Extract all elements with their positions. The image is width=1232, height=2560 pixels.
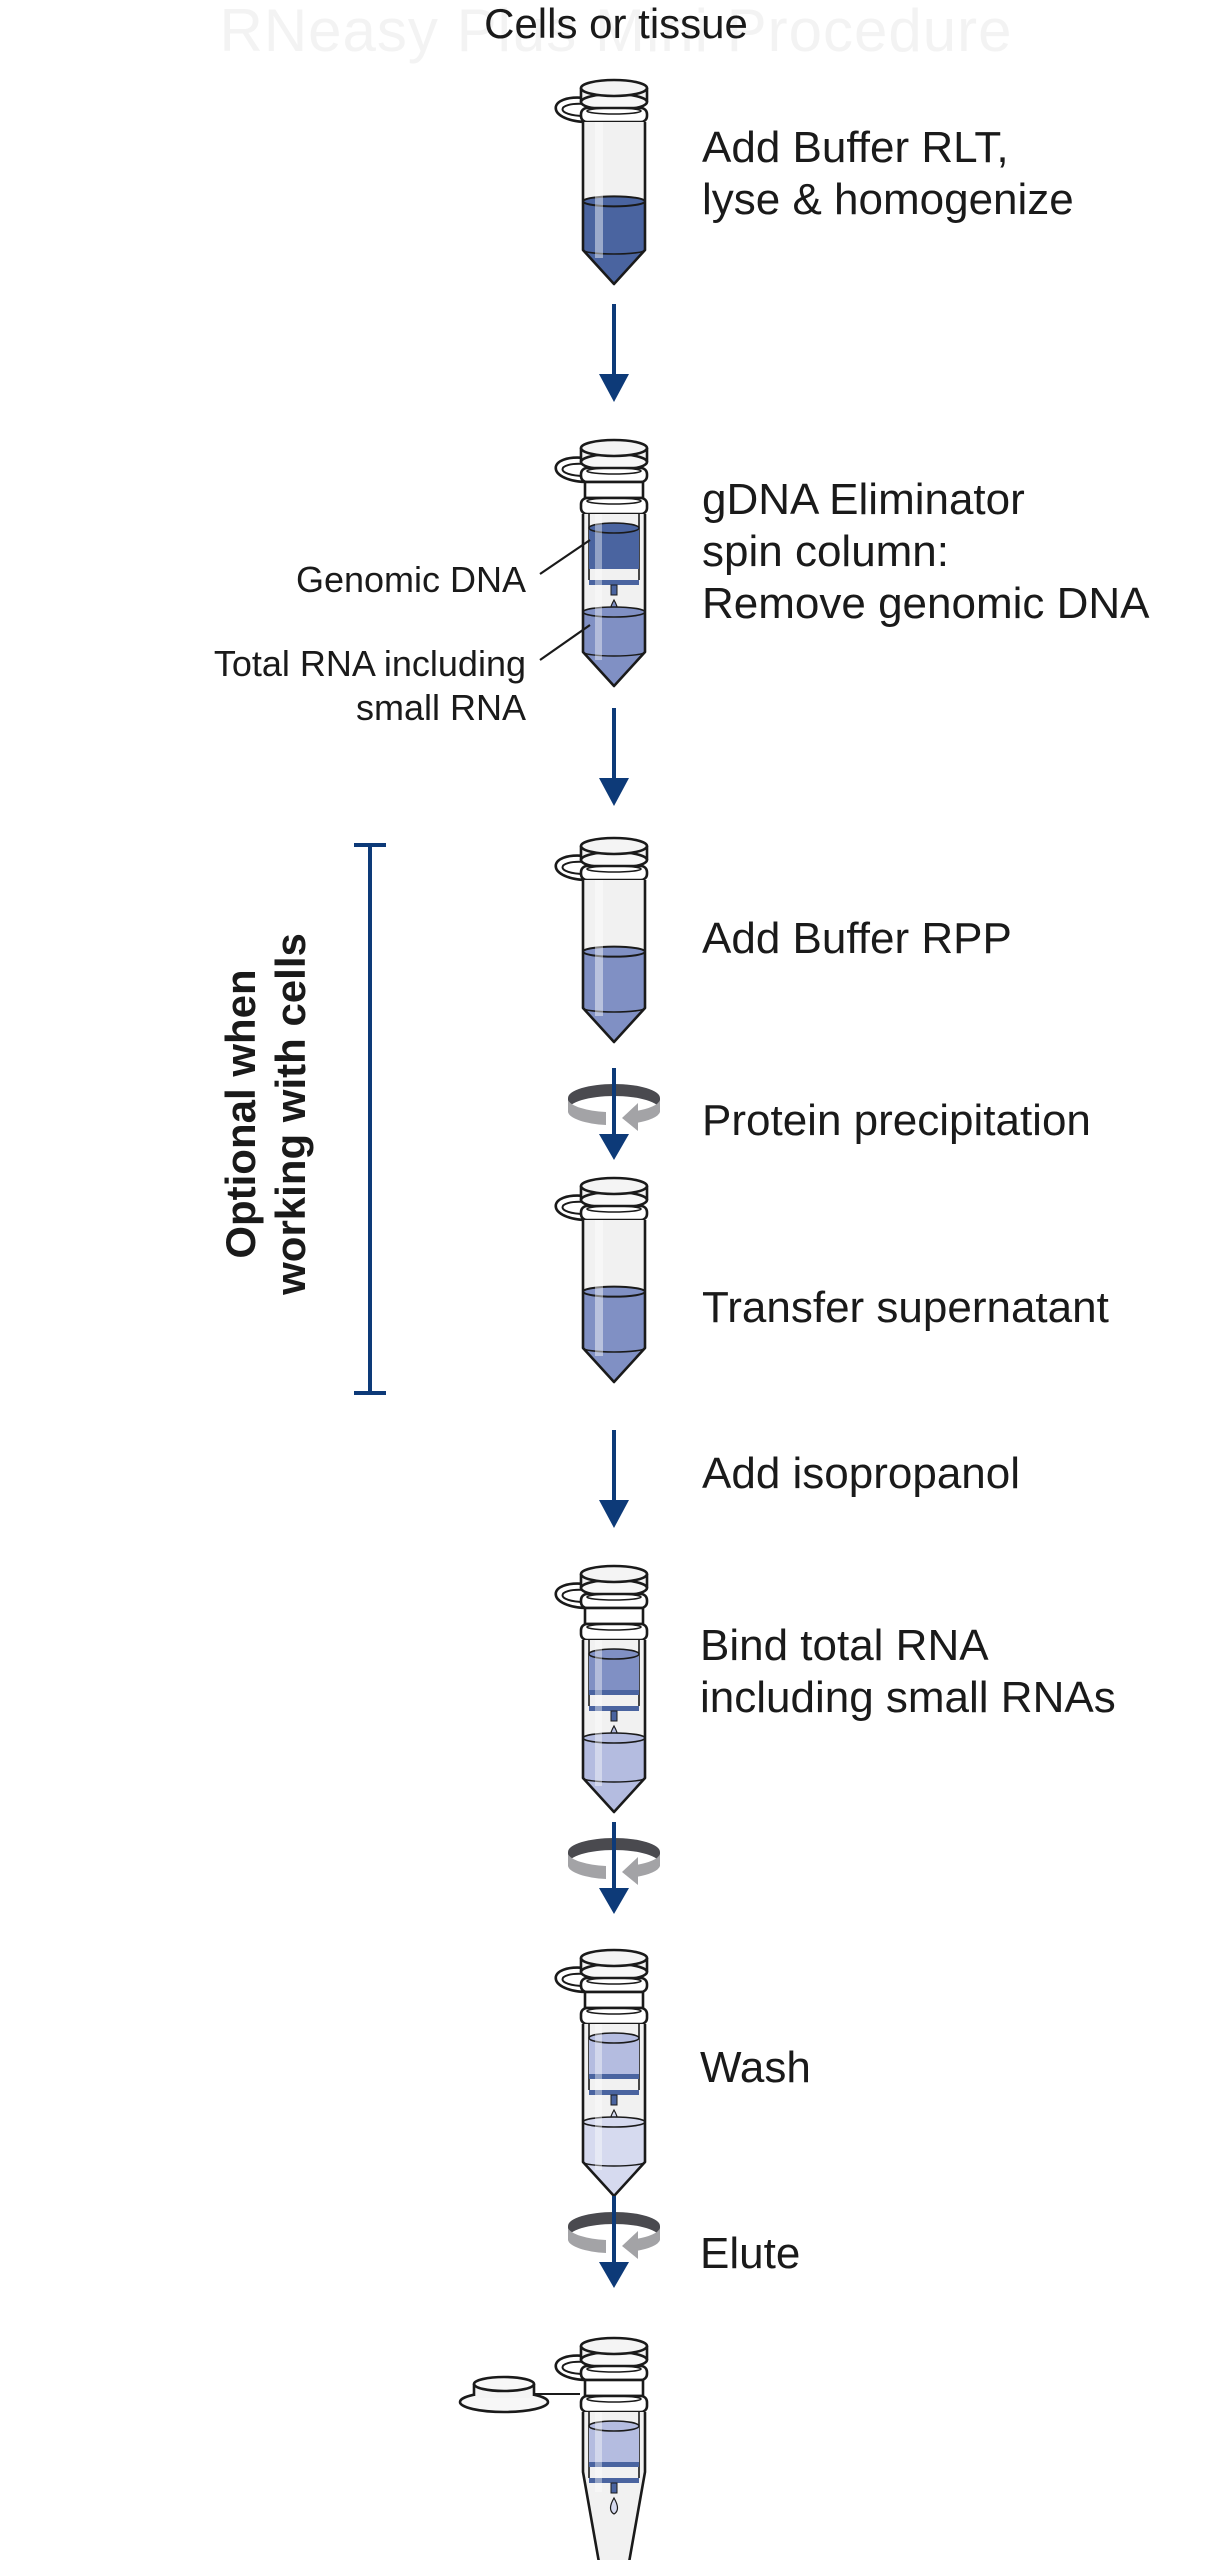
liquid bbox=[583, 201, 645, 284]
rneasy-spin-column-icon bbox=[554, 1564, 649, 1814]
step-gdna-line-3: Remove genomic DNA bbox=[702, 579, 1150, 628]
centrifuge-icon bbox=[568, 2196, 660, 2288]
cap-hinge bbox=[554, 1582, 586, 1610]
flow-through bbox=[583, 2122, 645, 2196]
column-outlet bbox=[610, 1710, 618, 1722]
step-transfer-text: Transfer supernatant bbox=[702, 1282, 1109, 1334]
genomic-dna-callout: Genomic DNA bbox=[296, 558, 526, 602]
watermark-title: RNeasy Plus Mini Procedure bbox=[219, 0, 1013, 64]
cap-hinge bbox=[554, 1966, 586, 1994]
step-isopropanol-line-1: Add isopropanol bbox=[702, 1449, 1021, 1498]
step-rpp-text: Add Buffer RPP bbox=[702, 913, 1012, 965]
step-wash-text: Wash bbox=[700, 2042, 811, 2094]
gdna-spin-column-icon bbox=[554, 438, 649, 688]
cap-lid bbox=[579, 1564, 649, 1584]
arrow-down-icon bbox=[599, 1430, 629, 1528]
step-isopropanol-text: Add isopropanol bbox=[702, 1448, 1020, 1500]
arrow-down-icon bbox=[599, 304, 629, 402]
optional-bracket-label: Optional when working with cells bbox=[216, 884, 316, 1344]
step-lyse-line-2: lyse & homogenize bbox=[702, 175, 1074, 224]
start-label: Cells or tissue bbox=[484, 0, 748, 47]
step-wash-line-1: Wash bbox=[700, 2043, 811, 2092]
step-gdna-line-1: gDNA Eliminator bbox=[702, 475, 1025, 524]
step-protein-line-1: Protein precipitation bbox=[702, 1096, 1091, 1145]
total-rna-callout: Total RNA including small RNA bbox=[214, 642, 526, 730]
step-transfer-line-1: Transfer supernatant bbox=[702, 1283, 1109, 1332]
microtube-lysate-icon bbox=[554, 78, 649, 286]
optional-label-line-1: Optional when bbox=[217, 969, 264, 1259]
cap-hinge bbox=[554, 2354, 586, 2382]
cap-lid bbox=[579, 438, 649, 458]
column-collar bbox=[583, 1606, 645, 1626]
step-elute-text: Elute bbox=[700, 2228, 800, 2280]
cap-lid bbox=[579, 2336, 649, 2356]
column-outlet bbox=[610, 2094, 618, 2106]
optional-bracket bbox=[354, 843, 386, 1395]
flow-through bbox=[583, 612, 645, 686]
step-elute-line-1: Elute bbox=[700, 2229, 801, 2278]
cap-hinge bbox=[554, 854, 586, 882]
step-gdna-line-2: spin column: bbox=[702, 527, 950, 576]
arrow-down-icon bbox=[599, 708, 629, 806]
liquid bbox=[583, 1291, 645, 1382]
centrifuge-icon bbox=[568, 1068, 660, 1160]
liquid bbox=[583, 951, 645, 1042]
step-bind-line-1: Bind total RNA bbox=[700, 1621, 989, 1670]
column-collar bbox=[583, 480, 645, 500]
optional-label-line-2: working with cells bbox=[267, 933, 314, 1295]
cap-hinge bbox=[554, 1194, 586, 1222]
step-lyse-text: Add Buffer RLT, lyse & homogenize bbox=[702, 122, 1074, 226]
step-protein-text: Protein precipitation bbox=[702, 1095, 1091, 1147]
column-collar bbox=[583, 1990, 645, 2010]
flow-through bbox=[583, 1738, 645, 1812]
centrifuge-icon bbox=[568, 1822, 660, 1914]
column-contents bbox=[589, 528, 639, 564]
genomic-dna-leader-line bbox=[539, 539, 591, 575]
column-outlet bbox=[610, 584, 618, 596]
column-contents bbox=[589, 2038, 639, 2074]
step-bind-text: Bind total RNA including small RNAs bbox=[700, 1620, 1116, 1724]
membrane bbox=[589, 2074, 639, 2079]
step-rpp-line-1: Add Buffer RPP bbox=[702, 914, 1012, 963]
membrane bbox=[589, 2462, 639, 2467]
cap-lid bbox=[579, 1176, 649, 1196]
drop bbox=[609, 2496, 619, 2515]
microtube-rpp-icon bbox=[554, 836, 649, 1044]
total-rna-leader-line bbox=[539, 624, 591, 661]
membrane bbox=[589, 564, 639, 569]
step-bind-line-2: including small RNAs bbox=[700, 1673, 1116, 1722]
step-gdna-text: gDNA Eliminator spin column: Remove geno… bbox=[702, 474, 1150, 630]
column-contents bbox=[589, 2426, 639, 2462]
elution-tube-icon bbox=[458, 2336, 649, 2560]
cap-hinge bbox=[554, 96, 586, 124]
cap-hinge bbox=[554, 456, 586, 484]
total-rna-label-line-2: small RNA bbox=[355, 687, 526, 728]
microtube-supernatant-icon bbox=[554, 1176, 649, 1384]
rneasy-spin-column-wash-icon bbox=[554, 1948, 649, 2198]
column-contents bbox=[589, 1654, 639, 1690]
step-lyse-line-1: Add Buffer RLT, bbox=[702, 123, 1009, 172]
membrane bbox=[589, 1690, 639, 1695]
cap-lid bbox=[579, 1948, 649, 1968]
column-outlet bbox=[610, 2482, 618, 2494]
cap-lid bbox=[579, 836, 649, 856]
genomic-dna-label: Genomic DNA bbox=[295, 559, 526, 600]
column-collar bbox=[583, 2378, 645, 2398]
total-rna-label-line-1: Total RNA including bbox=[213, 643, 526, 684]
cap-lid bbox=[579, 78, 649, 98]
